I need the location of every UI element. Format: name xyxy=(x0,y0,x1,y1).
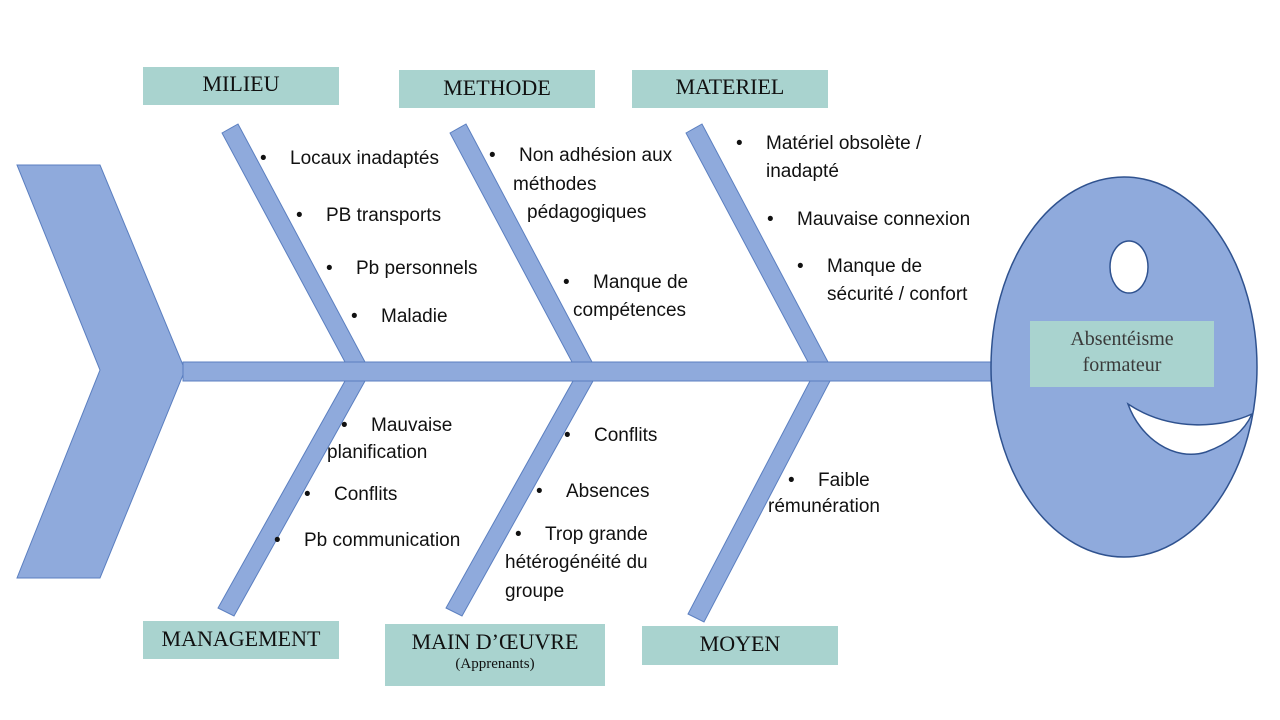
fish-eye xyxy=(1109,240,1149,294)
cause-text: pédagogiques xyxy=(527,202,647,223)
bone-main-oeuvre xyxy=(445,380,594,617)
category-methode: METHODE xyxy=(399,70,595,108)
cause-text: inadapté xyxy=(766,161,839,182)
cause-item: • Conflits xyxy=(304,481,397,509)
category-milieu: MILIEU xyxy=(143,67,339,105)
bullet: • xyxy=(797,256,804,277)
bullet: • xyxy=(260,148,267,169)
bone-moyen xyxy=(687,380,831,623)
cause-text: Pb personnels xyxy=(356,258,478,279)
cause-text: hétérogénéité du xyxy=(505,552,648,573)
bullet: • xyxy=(326,258,333,279)
category-moyen-label: MOYEN xyxy=(699,631,781,656)
fish-spine xyxy=(182,361,999,382)
effect-line-2: formateur xyxy=(1082,354,1162,376)
category-management: MANAGEMENT xyxy=(143,621,339,659)
cause-text: Mauvaise xyxy=(371,415,453,436)
category-main-oeuvre-label: MAIN D’ŒUVRE xyxy=(411,629,579,654)
bone-materiel xyxy=(685,123,829,363)
cause-text: Pb communication xyxy=(304,530,461,551)
cause-text: Trop grande xyxy=(545,524,648,545)
bullet: • xyxy=(489,145,496,166)
bullet: • xyxy=(304,484,311,505)
bone-methode xyxy=(449,123,593,363)
bone-milieu xyxy=(221,123,366,363)
cause-item: • Absences xyxy=(536,478,649,506)
cause-item: • Trop grande xyxy=(515,521,648,549)
bullet: • xyxy=(536,481,543,502)
bullet: • xyxy=(296,205,303,226)
category-milieu-label: MILIEU xyxy=(202,71,280,96)
category-main-oeuvre-subtitle: (Apprenants) xyxy=(455,656,535,672)
cause-text: groupe xyxy=(505,581,565,602)
category-materiel-label: MATERIEL xyxy=(675,74,785,99)
cause-item: • Mauvaise connexion xyxy=(767,206,970,234)
fish-tail xyxy=(16,164,186,579)
cause-text: Faible xyxy=(818,470,870,491)
cause-item: • PB transports xyxy=(296,202,441,230)
bullet: • xyxy=(564,425,571,446)
cause-item: • Manque de xyxy=(797,253,922,281)
category-main-oeuvre: MAIN D’ŒUVRE (Apprenants) xyxy=(385,624,605,686)
cause-text: planification xyxy=(327,442,428,463)
bullet: • xyxy=(274,530,281,551)
cause-item: • Pb personnels xyxy=(326,255,477,283)
bullet: • xyxy=(351,306,358,327)
cause-text: Maladie xyxy=(381,306,448,327)
category-moyen: MOYEN xyxy=(642,626,838,665)
cause-text: Locaux inadaptés xyxy=(290,148,439,169)
cause-text: Manque de xyxy=(827,256,923,277)
category-materiel: MATERIEL xyxy=(632,70,828,108)
cause-text: compétences xyxy=(573,300,687,321)
cause-item: • Manque de xyxy=(563,269,688,297)
cause-text: Conflits xyxy=(334,484,398,505)
fish-smile xyxy=(1126,402,1254,455)
bone-management xyxy=(217,380,366,617)
effect-label: Absentéisme formateur xyxy=(1030,321,1214,387)
cause-item: • Matériel obsolète / xyxy=(736,130,921,158)
bullet: • xyxy=(341,415,348,436)
bullet: • xyxy=(767,209,774,230)
cause-item: • Conflits xyxy=(564,422,657,450)
effect-line-1: Absentéisme xyxy=(1070,328,1174,350)
bullet: • xyxy=(515,524,522,545)
category-management-label: MANAGEMENT xyxy=(161,626,321,651)
cause-text: Manque de xyxy=(593,272,689,293)
cause-item: • Locaux inadaptés xyxy=(260,145,439,173)
cause-text: rémunération xyxy=(768,496,880,517)
cause-text: Absences xyxy=(566,481,650,502)
cause-text: méthodes xyxy=(513,174,597,195)
cause-text: sécurité / confort xyxy=(827,284,968,305)
cause-text: Non adhésion aux xyxy=(519,145,673,166)
bullet: • xyxy=(563,272,570,293)
cause-item: • Non adhésion aux xyxy=(489,142,672,170)
cause-item: • Mauvaise xyxy=(341,412,452,440)
cause-text: Conflits xyxy=(594,425,658,446)
cause-text: PB transports xyxy=(326,205,442,226)
cause-text: Mauvaise connexion xyxy=(797,209,971,230)
cause-item: • Pb communication xyxy=(274,527,460,555)
bullet: • xyxy=(736,133,743,154)
category-methode-label: METHODE xyxy=(443,75,551,100)
bullet: • xyxy=(788,470,795,491)
cause-item: • Maladie xyxy=(351,303,448,331)
cause-item: • Faible xyxy=(788,467,870,495)
cause-text: Matériel obsolète / xyxy=(766,133,922,154)
